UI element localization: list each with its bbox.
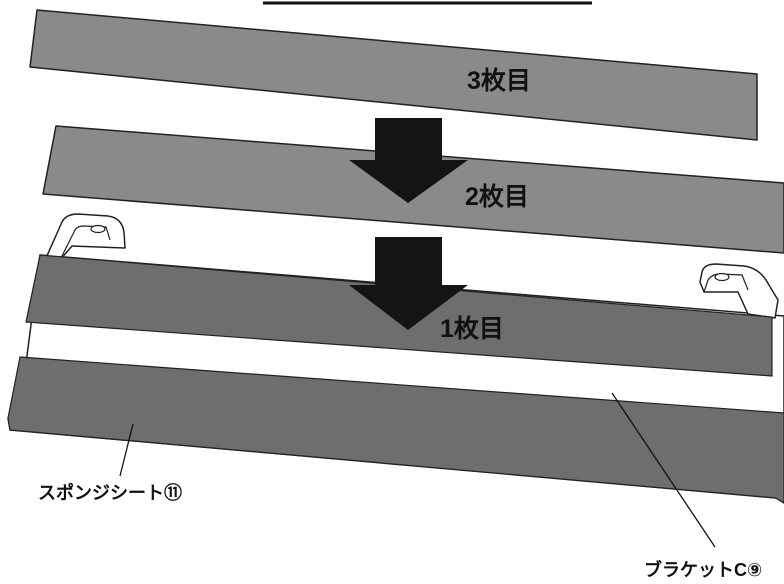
bracket-leader	[611, 392, 716, 548]
strip-3	[29, 9, 758, 141]
strip-3-label: 3枚目	[467, 66, 531, 95]
strip-2-label: 2枚目	[465, 182, 529, 211]
bracket-label: ブラケットC⑨	[644, 559, 762, 580]
sponge-sheet-label: スポンジシート⑪	[38, 482, 182, 503]
sponge-sheet-leader	[119, 423, 134, 477]
sponge-sheet-band	[7, 356, 784, 504]
down-arrow-icon	[349, 237, 468, 330]
down-arrow-tip	[349, 140, 468, 203]
bracket-icon	[45, 213, 126, 261]
strip-1-label: 1枚目	[440, 314, 504, 343]
bracket-icon	[699, 263, 779, 319]
